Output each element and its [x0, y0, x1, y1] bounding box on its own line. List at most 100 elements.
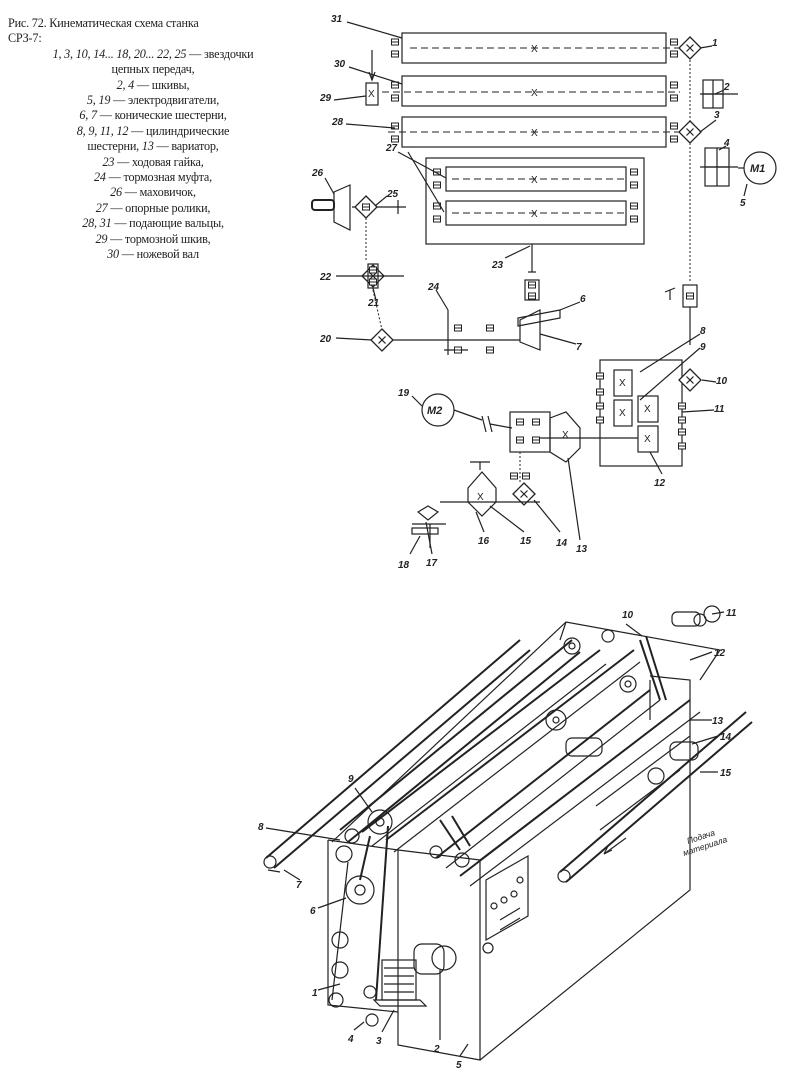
legend-line: шестерни, 13 — вариатор,: [8, 139, 298, 154]
legend-nums: 5, 19: [86, 93, 111, 108]
label-30: 30: [334, 59, 346, 70]
legend-nums: 6, 7: [79, 108, 97, 123]
legend-text: — маховичок,: [121, 185, 196, 200]
legend-line: 28, 31 — подающие вальцы,: [8, 216, 298, 231]
legend-nums: 8, 9, 11, 12: [76, 123, 129, 138]
label-28: 28: [331, 117, 344, 128]
legend-nums: 2, 4: [116, 77, 135, 92]
label-10: 10: [716, 376, 728, 387]
callout-4: 4: [347, 1034, 354, 1045]
drawing-leaders: [265, 611, 725, 1057]
legend-line: 1, 3, 10, 14... 18, 20... 22, 25 — звезд…: [8, 47, 298, 62]
legend-nums: 30: [107, 247, 119, 262]
callout-6: 6: [310, 906, 316, 917]
legend-nums: 1, 3, 10, 14... 18, 20... 22, 25: [52, 46, 187, 61]
callout-7: 7: [296, 880, 302, 891]
legend-nums: 26: [110, 185, 122, 200]
legend-text: — цилиндрические: [128, 123, 230, 138]
gear-mark: X: [531, 209, 538, 220]
sprockets-22-21-20: [361, 244, 561, 355]
legend-line: 29 — тормозной шкив,: [8, 232, 298, 247]
callout-10: 10: [622, 610, 634, 621]
label-24: 24: [427, 282, 440, 293]
legend-text: — звездочки: [186, 46, 254, 61]
support-rollers-27: X X: [425, 157, 645, 245]
caption-title: Рис. 72. Кинематическая схема станка: [8, 16, 199, 30]
gear-mark: X: [644, 434, 651, 445]
legend-line: 8, 9, 11, 12 — цилиндрические: [8, 124, 298, 139]
schematic-labels: 31 30 29 28 27 26 25 24 23 22 21 20 19 1…: [311, 14, 746, 571]
label-8: 8: [700, 326, 706, 337]
callout-2: 2: [433, 1044, 440, 1055]
gear-mark: X: [562, 430, 569, 441]
label-4: 4: [723, 138, 730, 149]
label-25: 25: [386, 189, 399, 200]
legend-text: — ходовая гайка,: [114, 154, 204, 169]
legend-line: цепных передач,: [8, 62, 298, 77]
legend-nums: 13: [141, 139, 154, 154]
legend-text: — подающие вальцы,: [111, 216, 224, 231]
legend-text: — тормозная муфта,: [105, 170, 213, 185]
handwheel-26: [311, 184, 406, 262]
brake-pulley-29: X: [365, 50, 379, 106]
gear-mark: X: [619, 378, 626, 389]
machine-drawing: Подача материала 1 2 3 4 5 6: [258, 605, 753, 1071]
drive-chain-right: M1: [664, 36, 777, 345]
motor-m2-label: M2: [427, 405, 442, 417]
legend-text: — ножевой вал: [118, 247, 199, 262]
label-20: 20: [319, 334, 332, 345]
callout-12: 12: [714, 648, 726, 659]
label-7: 7: [576, 342, 582, 353]
callout-13: 13: [712, 716, 724, 727]
legend-text: шестерни,: [87, 139, 142, 154]
label-31: 31: [331, 14, 343, 25]
legend-text: — конические шестерни,: [96, 108, 227, 123]
label-15: 15: [520, 536, 532, 547]
caption-title-cont: СРЗ-7:: [8, 31, 42, 46]
label-26: 26: [311, 168, 324, 179]
label-11: 11: [714, 404, 725, 415]
label-2: 2: [723, 82, 730, 93]
schematic-leaders: [324, 21, 748, 555]
legend-text: — шкивы,: [134, 77, 190, 92]
legend-line: 2, 4 — шкивы,: [8, 78, 298, 93]
label-23: 23: [491, 260, 504, 271]
gear-mark: X: [619, 408, 626, 419]
legend-nums: 28, 31: [82, 216, 112, 231]
callout-11: 11: [726, 608, 737, 619]
gear-mark: X: [531, 175, 538, 186]
label-14: 14: [556, 538, 568, 549]
label-19: 19: [398, 388, 410, 399]
roller-30: X: [382, 75, 680, 107]
drawing-callouts: 1 2 3 4 5 6 7 8 9 10 11 12 13 14 15: [258, 608, 737, 1071]
legend-line: 6, 7 — конические шестерни,: [8, 108, 298, 123]
callout-14: 14: [720, 732, 732, 743]
callout-8: 8: [258, 822, 264, 833]
legend-line: 30 — ножевой вал: [8, 247, 298, 262]
legend-nums: 27: [95, 200, 108, 215]
label-17: 17: [426, 558, 438, 569]
legend-text: — электродвигатели,: [110, 93, 220, 108]
callout-5: 5: [456, 1060, 462, 1071]
roller-31: X: [391, 32, 680, 64]
figure-caption: Рис. 72. Кинематическая схема станка СРЗ…: [8, 16, 298, 263]
legend-line: 24 — тормозная муфта,: [8, 170, 298, 185]
label-16: 16: [478, 536, 490, 547]
legend-text: — вариатор,: [153, 139, 219, 154]
gearbox-8-12: X X X X: [540, 359, 702, 467]
legend-line: 26 — маховичок,: [8, 185, 298, 200]
gear-mark: X: [644, 404, 651, 415]
label-13: 13: [576, 544, 588, 555]
label-12: 12: [654, 478, 666, 489]
legend-nums: 29: [95, 231, 108, 246]
legend-line: 5, 19 — электродвигатели,: [8, 93, 298, 108]
label-21: 21: [367, 298, 380, 309]
kinematic-schematic: X X X X: [311, 14, 777, 571]
motor-m1-label: M1: [750, 163, 765, 175]
legend-text: — тормозной шкив,: [107, 231, 211, 246]
label-6: 6: [580, 294, 586, 305]
label-5: 5: [740, 198, 746, 209]
legend-line: 23 — ходовая гайка,: [8, 155, 298, 170]
gear-mark: X: [531, 44, 538, 55]
